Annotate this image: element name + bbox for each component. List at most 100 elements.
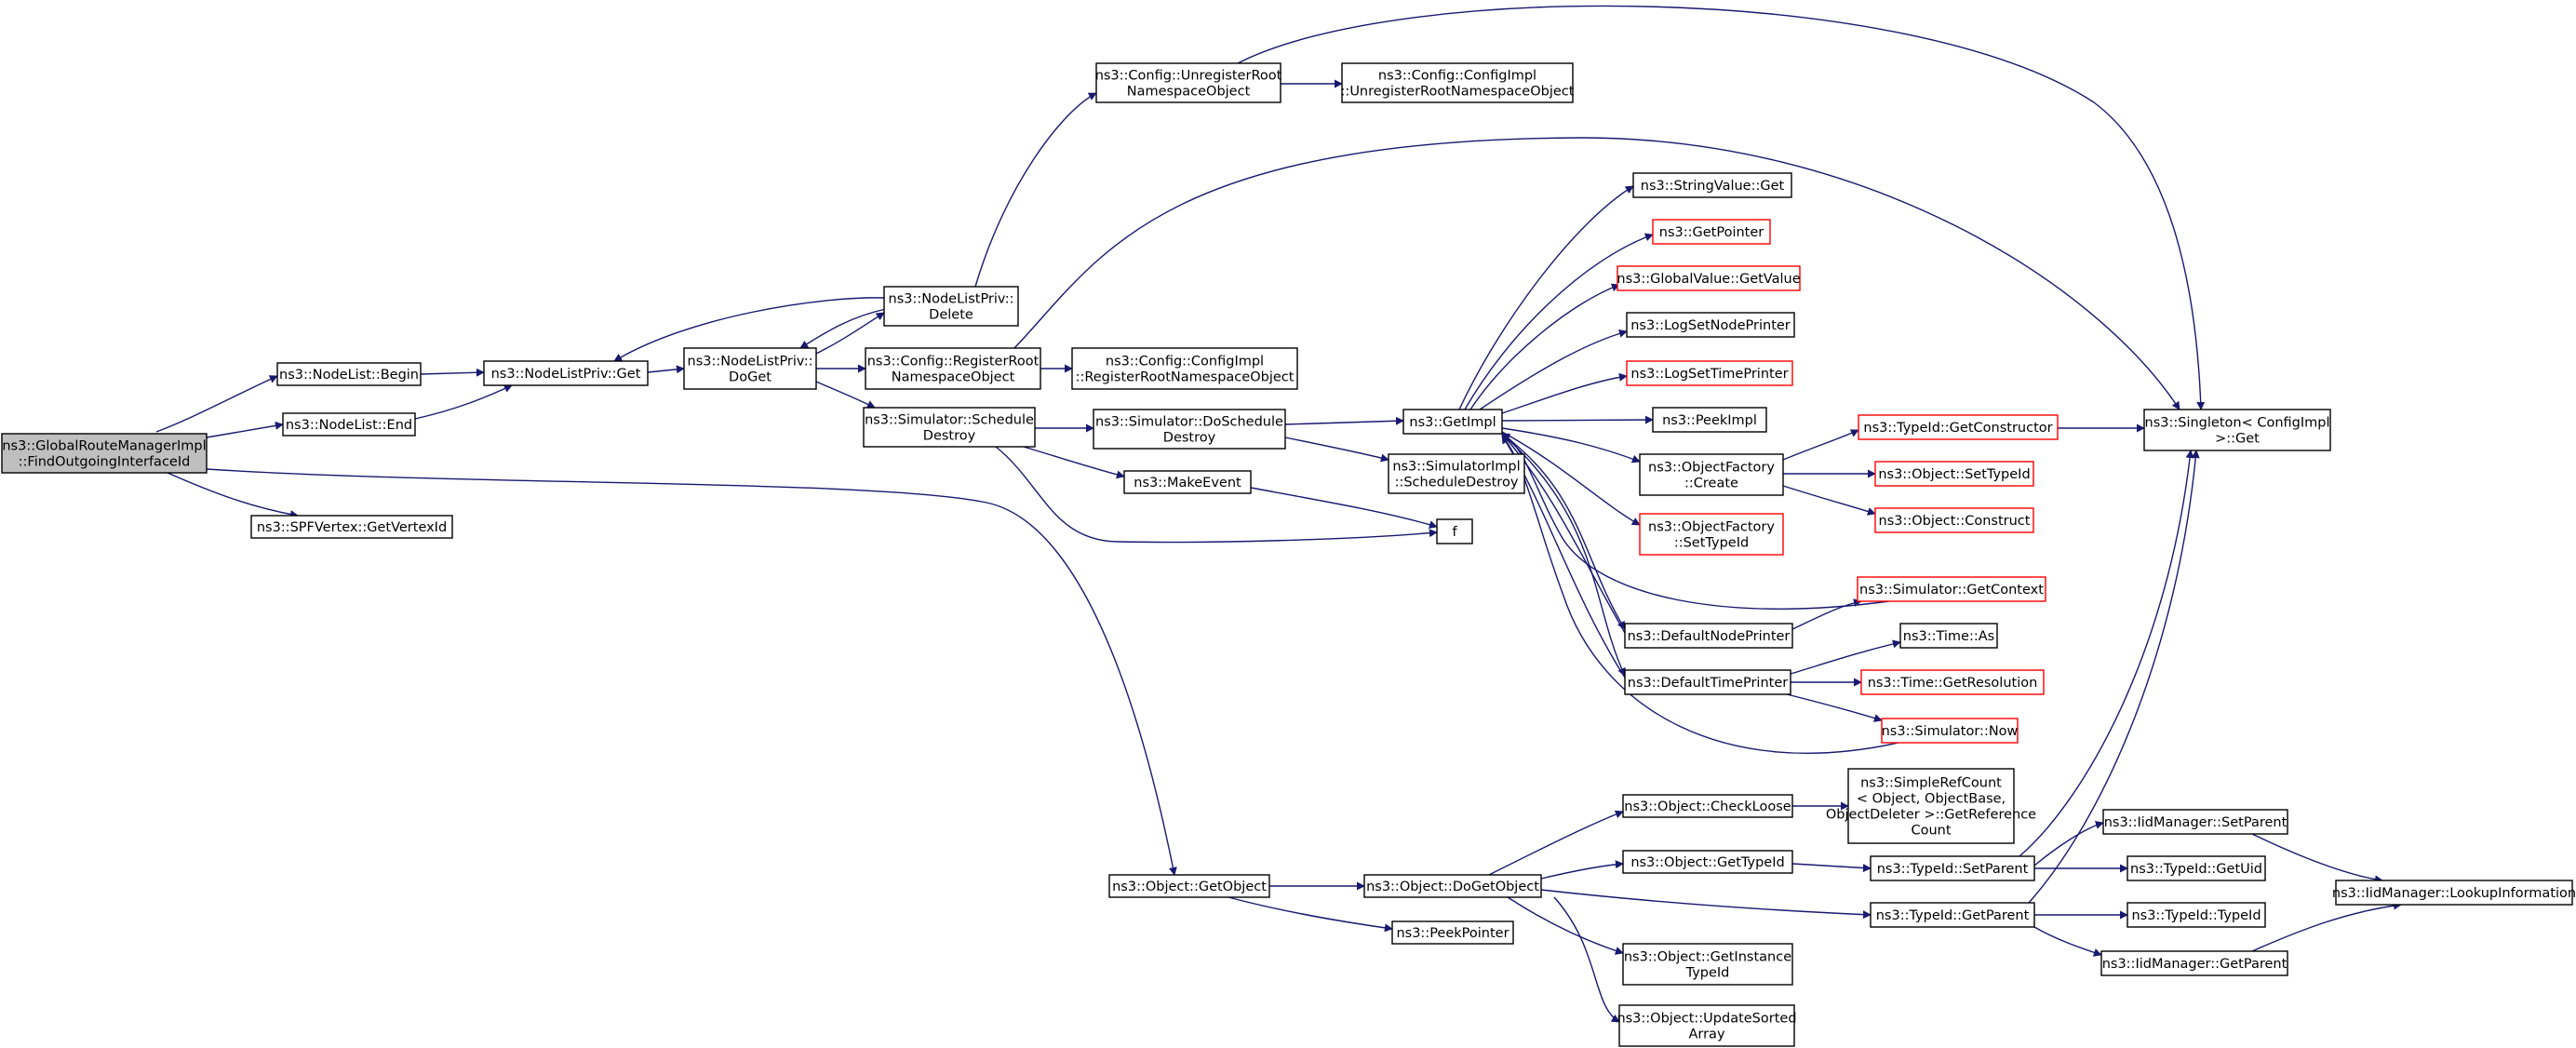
edge-root-to-objgetobj [206, 468, 1177, 876]
node-getptr[interactable]: ns3::GetPointer [1652, 219, 1771, 245]
edge-iidsetp-to-iidlookup [2251, 833, 2383, 884]
node-singleton[interactable]: ns3::Singleton< ConfigImpl >::Get [2143, 409, 2331, 451]
node-label: ns3::NodeListPriv:: [889, 292, 1014, 307]
node-label: ns3::Object::GetObject [1112, 880, 1267, 894]
node-makeev[interactable]: ns3::MakeEvent [1123, 470, 1252, 494]
node-box [483, 360, 649, 386]
node-spf[interactable]: ns3::SPFVertex::GetVertexId [250, 515, 453, 539]
node-tidgetctor[interactable]: ns3::TypeId::GetConstructor [1858, 414, 2059, 440]
edge-simdosd-to-simimplsd [1284, 437, 1389, 463]
node-nlpget[interactable]: ns3::NodeListPriv::Get [483, 360, 649, 386]
node-label: >::Get [2215, 432, 2260, 447]
node-simgetctx[interactable]: ns3::Simulator::GetContext [1857, 576, 2046, 602]
node-box [1341, 62, 1574, 103]
node-gvget[interactable]: ns3::GlobalValue::GetValue [1617, 265, 1801, 291]
node-lstp[interactable]: ns3::LogSetTimePrinter [1626, 360, 1793, 386]
node-box [1618, 1004, 1795, 1047]
node-nlbegin[interactable]: ns3::NodeList::Begin [276, 362, 422, 386]
node-box [1881, 718, 2019, 744]
node-iidsetp[interactable]: ns3::IidManager::SetParent [2102, 809, 2288, 835]
node-strget[interactable]: ns3::StringValue::Get [1632, 172, 1792, 198]
node-box [1860, 669, 2045, 695]
node-timeres[interactable]: ns3::Time::GetResolution [1860, 669, 2045, 695]
node-label: ns3::GlobalRouteManagerImpl [2, 439, 206, 454]
node-ofsettid[interactable]: ns3::ObjectFactory::SetTypeId [1639, 513, 1784, 556]
node-f[interactable]: f [1436, 518, 1473, 544]
node-box [683, 347, 817, 390]
node-nlpdoget[interactable]: ns3::NodeListPriv::DoGet [683, 347, 817, 390]
node-nlpdel[interactable]: ns3::NodeListPriv::Delete [883, 286, 1019, 327]
node-box [1632, 172, 1792, 198]
node-label: ns3::IidManager::LookupInformation [2332, 886, 2576, 901]
node-box [1639, 513, 1784, 556]
node-peekimpl[interactable]: ns3::PeekImpl [1652, 407, 1767, 433]
edge-tidgetp-to-iidgetp [2033, 926, 2102, 957]
node-dnp[interactable]: ns3::DefaultNodePrinter [1624, 623, 1793, 649]
node-tiduid[interactable]: ns3::TypeId::GetUid [2127, 855, 2266, 881]
node-box [1874, 507, 2034, 533]
node-timeas[interactable]: ns3::Time::As [1899, 623, 1998, 649]
node-label: f [1452, 525, 1457, 540]
node-label: ns3::Config::ConfigImpl [1378, 69, 1536, 84]
node-box [865, 347, 1041, 390]
node-ofcreate[interactable]: ns3::ObjectFactory::Create [1639, 453, 1784, 496]
node-peekptr[interactable]: ns3::PeekPointer [1391, 920, 1514, 945]
edge-objgetobj-to-peekptr [1228, 896, 1393, 933]
node-lsnp[interactable]: ns3::LogSetNodePrinter [1626, 312, 1795, 338]
node-cfgimplreg[interactable]: ns3::Config::ConfigImpl::RegisterRootNam… [1071, 347, 1298, 390]
edge-dnp-to-simgetctx [1791, 598, 1862, 630]
node-objdogetobj[interactable]: ns3::Object::DoGetObject [1363, 874, 1542, 898]
node-iidgetp[interactable]: ns3::IidManager::GetParent [2100, 950, 2288, 976]
node-label: ns3::Singleton< ConfigImpl [2145, 416, 2330, 431]
node-box [2100, 950, 2288, 976]
node-objconstruct[interactable]: ns3::Object::Construct [1874, 507, 2034, 533]
node-label: Array [1688, 1028, 1724, 1042]
node-box [1436, 518, 1473, 544]
node-getimpl[interactable]: ns3::GetImpl [1402, 409, 1503, 435]
node-label: ns3::LogSetNodePrinter [1630, 318, 1791, 333]
node-tidtid[interactable]: ns3::TypeId::TypeId [2127, 902, 2266, 928]
node-simsd[interactable]: ns3::Simulator::ScheduleDestroy [863, 407, 1036, 448]
node-tidgetp[interactable]: ns3::TypeId::GetParent [1870, 902, 2035, 928]
node-label: ns3::Object::UpdateSorted [1617, 1012, 1796, 1027]
node-label: ::RegisterRootNamespaceObject [1076, 370, 1295, 385]
node-label: ns3::Simulator::Now [1882, 724, 2019, 739]
node-label: ns3::SimulatorImpl [1392, 460, 1520, 475]
node-cfgunreg[interactable]: ns3::Config::UnregisterRootNamespaceObje… [1095, 62, 1282, 103]
node-simplerc[interactable]: ns3::SimpleRefCount< Object, ObjectBase,… [1826, 768, 2036, 844]
node-dtp[interactable]: ns3::DefaultTimePrinter [1624, 669, 1791, 695]
edge-objdogetobj-to-objgettid [1540, 860, 1624, 880]
node-objsettid[interactable]: ns3::Object::SetTypeId [1874, 461, 2034, 487]
node-cfgimplunreg[interactable]: ns3::Config::ConfigImpl::UnregisterRootN… [1341, 62, 1575, 103]
node-label: ns3::Time::GetResolution [1868, 676, 2038, 691]
node-label: Count [1911, 824, 1951, 839]
node-label: ns3::Simulator::GetContext [1859, 583, 2044, 598]
node-objgettid[interactable]: ns3::Object::GetTypeId [1622, 850, 1793, 874]
edge-ofcreate-to-tidgetctor [1782, 429, 1859, 461]
node-iidlookup[interactable]: ns3::IidManager::LookupInformation [2332, 880, 2576, 906]
node-root[interactable]: ns3::GlobalRouteManagerImpl::FindOutgoin… [1, 433, 208, 474]
node-nlend[interactable]: ns3::NodeList::End [282, 412, 416, 437]
edge-getimpl-to-dnp [1501, 433, 1626, 630]
edge-cfgunreg-to-singleton [1237, 5, 2206, 410]
node-objgetobj[interactable]: ns3::Object::GetObject [1108, 874, 1270, 898]
edge-objdogetobj-to-objgetinst [1507, 896, 1624, 955]
node-simnow[interactable]: ns3::Simulator::Now [1881, 718, 2019, 744]
node-box [1624, 623, 1793, 649]
edge-simnow-to-getimpl [1501, 435, 1899, 755]
edge-nlpdel-to-cfgunreg [974, 92, 1097, 288]
node-box [1626, 312, 1795, 338]
node-objcheck[interactable]: ns3::Object::CheckLoose [1622, 794, 1793, 818]
edge-getimpl-to-gvget [1469, 283, 1620, 410]
node-label: ::UnregisterRootNamespaceObject [1341, 85, 1575, 100]
node-simimplsd[interactable]: ns3::SimulatorImpl::ScheduleDestroy [1388, 453, 1525, 494]
node-label: ns3::PeekPointer [1396, 926, 1509, 941]
node-label: ns3::TypeId::TypeId [2131, 908, 2261, 923]
node-tidsetp[interactable]: ns3::TypeId::SetParent [1870, 855, 2035, 881]
node-cfgreg[interactable]: ns3::Config::RegisterRootNamespaceObject [865, 347, 1041, 390]
node-label: ns3::NodeList::End [286, 418, 412, 433]
